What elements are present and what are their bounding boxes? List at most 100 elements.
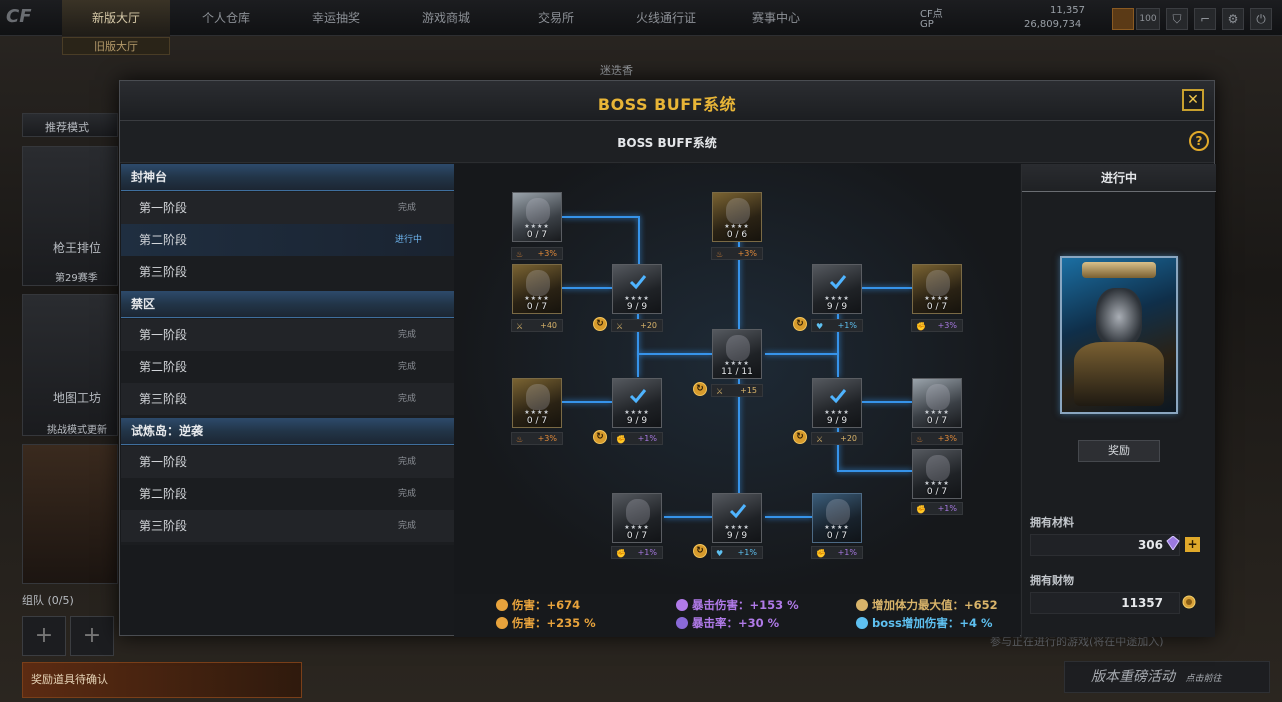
buff-node[interactable]: ★★★★ 9 / 9 xyxy=(812,264,862,314)
close-button[interactable]: ✕ xyxy=(1182,89,1204,111)
buff-node[interactable]: ★★★★ 11 / 11 xyxy=(712,329,762,379)
buff-node[interactable]: ★★★★ 0 / 7 xyxy=(512,264,562,314)
nav-warehouse[interactable]: 个人仓库 xyxy=(201,11,250,25)
stage-row[interactable]: 第一阶段 完成 xyxy=(121,319,454,351)
nav-exchange[interactable]: 交易所 xyxy=(537,11,574,25)
refresh-icon[interactable]: ↻ xyxy=(693,544,707,558)
node-stars: ★★★★ xyxy=(524,409,550,416)
refresh-icon[interactable]: ↻ xyxy=(593,430,607,444)
game-logo: CF xyxy=(6,6,32,27)
old-lobby-tab[interactable]: 旧版大厅 xyxy=(62,37,170,55)
node-count: 11 / 11 xyxy=(721,367,753,377)
buff-tag: ♨+3% xyxy=(711,247,763,260)
stage-row[interactable]: 第二阶段 完成 xyxy=(121,351,454,383)
node-stars: ★★★★ xyxy=(724,360,750,367)
team-slot[interactable]: + xyxy=(70,616,114,656)
stage-row[interactable]: 第三阶段 完成 xyxy=(121,510,454,542)
buff-node[interactable]: ★★★★ 9 / 9 xyxy=(612,378,662,428)
stat-damage: 伤害：+674 xyxy=(496,597,580,613)
nav-lucky-draw[interactable]: 幸运抽奖 xyxy=(311,11,360,25)
character-portrait xyxy=(826,499,850,525)
stage-status: 完成 xyxy=(397,362,416,372)
reward-confirm-bar[interactable]: 奖励道具待确认 xyxy=(22,662,302,698)
sword-icon xyxy=(856,599,868,611)
buff-tag: ⚔+20 xyxy=(611,319,663,332)
buff-tag: ✊+1% xyxy=(811,546,863,559)
stage-row[interactable]: 第三阶段 xyxy=(121,256,454,288)
stat-damage-text: 伤害：+674 xyxy=(512,598,581,612)
event-card[interactable] xyxy=(22,444,118,584)
buff-value: +1% xyxy=(637,548,657,557)
map-workshop-card[interactable]: 地图工坊 挑战模式更新 xyxy=(22,294,118,436)
check-icon xyxy=(629,389,647,404)
stat-damage-pct: 伤害：+235 % xyxy=(496,615,596,631)
avatar[interactable] xyxy=(1112,8,1134,30)
check-icon xyxy=(829,389,847,404)
heart-icon xyxy=(856,617,868,629)
stage-row[interactable]: 第二阶段 进行中 xyxy=(121,224,454,256)
gp-label: GP xyxy=(920,19,934,30)
nav-new-lobby[interactable]: 新版大厅 xyxy=(62,0,170,36)
nav-battle-pass[interactable]: 火线通行证 xyxy=(635,11,696,25)
boss-portrait xyxy=(1096,288,1142,346)
add-material-button[interactable]: + xyxy=(1185,537,1200,552)
update-banner-title: 版本重磅活动 xyxy=(1091,669,1175,685)
crystal-icon xyxy=(1166,536,1180,550)
stage-row[interactable]: 第三阶段 完成 xyxy=(121,383,454,415)
buff-node[interactable]: ★★★★ 0 / 7 xyxy=(512,378,562,428)
buff-node[interactable]: ★★★★ 9 / 9 xyxy=(712,493,762,543)
reward-button[interactable]: 奖励 xyxy=(1078,440,1160,462)
stage-row[interactable]: 第二阶段 完成 xyxy=(121,478,454,510)
buff-node[interactable]: ★★★★ 0 / 7 xyxy=(912,449,962,499)
buff-tag: ♨ +3% xyxy=(511,432,563,445)
help-icon[interactable]: ? xyxy=(1189,131,1209,151)
buff-value: +1% xyxy=(637,434,657,443)
node-stars: ★★★★ xyxy=(624,295,650,302)
character-portrait xyxy=(726,198,750,224)
node-stars: ★★★★ xyxy=(924,409,950,416)
buff-node[interactable]: ★★★★ 0 / 6 xyxy=(712,192,762,242)
buff-node[interactable]: ★★★★ 0 / 7 xyxy=(512,192,562,242)
buff-node[interactable]: ★★★★ 0 / 7 xyxy=(612,493,662,543)
stage-row[interactable]: 第一阶段 完成 xyxy=(121,192,454,224)
message-icon[interactable]: ⌐ xyxy=(1194,8,1216,30)
rank-mode-card[interactable]: 枪王排位 第29赛季 xyxy=(22,146,118,286)
buff-node[interactable]: ★★★★ 9 / 9 xyxy=(812,378,862,428)
team-label: 组队 (0/5) xyxy=(22,594,74,607)
buff-node[interactable]: ★★★★ 0 / 7 xyxy=(912,264,962,314)
section-header[interactable]: 禁区 xyxy=(121,291,454,318)
stage-row[interactable]: 第一阶段 完成 xyxy=(121,446,454,478)
buff-node[interactable]: ★★★★ 0 / 7 xyxy=(812,493,862,543)
refresh-icon[interactable]: ↻ xyxy=(793,430,807,444)
buff-tag: ⚔+40 xyxy=(511,319,563,332)
buff-tree: ★★★★ 0 / 7 ♨+3% ★★★★ 0 / 6 ♨+3% ★★★★ 0 /… xyxy=(454,164,1020,594)
gear-icon[interactable]: ⚙ xyxy=(1222,8,1244,30)
refresh-icon[interactable]: ↻ xyxy=(793,317,807,331)
power-icon[interactable]: ⏻ xyxy=(1250,8,1272,30)
section-header[interactable]: 试炼岛：逆袭 xyxy=(121,418,454,445)
buff-node[interactable]: ★★★★ 9 / 9 xyxy=(612,264,662,314)
stage-status: 完成 xyxy=(397,521,416,531)
shield-icon[interactable]: ⛉ xyxy=(1166,8,1188,30)
refresh-icon[interactable]: ↻ xyxy=(593,317,607,331)
section-header[interactable]: 封神台 xyxy=(121,164,454,191)
node-count: 0 / 7 xyxy=(626,531,648,541)
season-label: 第29赛季 xyxy=(55,273,98,284)
modal-header: BOSS BUFF系统 ✕ xyxy=(120,81,1214,121)
buff-tag: ✊+3% xyxy=(911,319,963,332)
buff-tag: ✊+1% xyxy=(911,502,963,515)
recommend-mode-tab[interactable]: 推荐模式 xyxy=(22,113,118,137)
stage-name: 第三阶段 xyxy=(139,519,188,533)
stage-status: 完成 xyxy=(397,457,416,467)
fire-icon: ♨ xyxy=(516,435,524,444)
buff-node[interactable]: ★★★★ 0 / 7 xyxy=(912,378,962,428)
crosshair-icon xyxy=(676,617,688,629)
update-banner[interactable]: 版本重磅活动 点击前往 xyxy=(1064,661,1270,693)
top-nav-bar: CF 新版大厅 个人仓库 幸运抽奖 游戏商城 交易所 火线通行证 赛事中心 CF… xyxy=(0,0,1282,36)
nav-events[interactable]: 赛事中心 xyxy=(751,11,800,25)
team-slot[interactable]: + xyxy=(22,616,66,656)
nav-shop[interactable]: 游戏商城 xyxy=(421,11,470,25)
buff-value: +3% xyxy=(537,434,557,443)
refresh-icon[interactable]: ↻ xyxy=(693,382,707,396)
boss-card[interactable] xyxy=(1060,256,1178,414)
